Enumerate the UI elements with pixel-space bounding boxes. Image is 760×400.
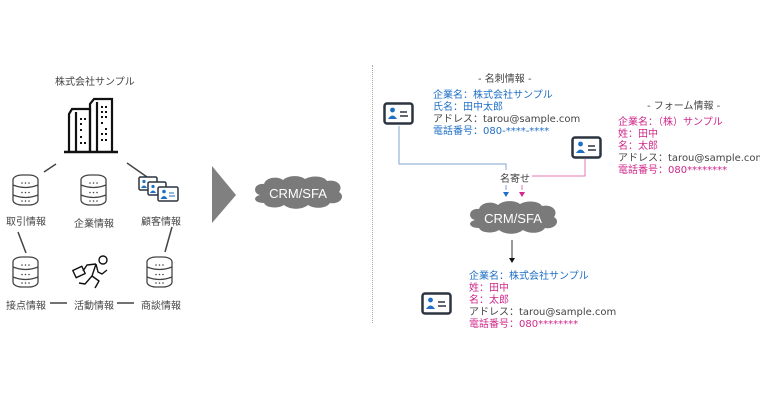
result-company: 企業名：株式会社サンプル (469, 271, 589, 282)
connector-building-customer (126, 162, 148, 178)
result-phone: 電話番号：080******** (469, 319, 579, 330)
company-title: 株式会社サンプル (55, 77, 135, 88)
form-company: 企業名：（株）サンプル (618, 117, 723, 128)
connector-customer-negotiation (164, 226, 173, 253)
result-last-name: 姓：田中 (469, 283, 509, 294)
connector-transactions-contact (17, 231, 27, 254)
crm-sfa-cloud-left: CRM/SFA (255, 176, 343, 209)
business-card-icon (383, 102, 414, 125)
card-name: 氏名：田中太郎 (433, 102, 503, 113)
form-last-name: 姓：田中 (618, 129, 658, 140)
label-negotiation: 商談情報 (141, 301, 181, 312)
database-icon-contact (12, 256, 39, 288)
label-transactions: 取引情報 (6, 217, 46, 228)
cloud-label-right: CRM/SFA (484, 211, 542, 226)
result-address: アドレス：tarou@sample.com (469, 307, 617, 318)
running-person-icon (72, 255, 108, 289)
database-icon-negotiation (146, 256, 173, 288)
business-card-icon (421, 292, 452, 315)
building-icon (64, 97, 118, 154)
arrowhead-black (509, 258, 515, 263)
form-section-title: - フォーム情報 - (647, 101, 721, 112)
result-info-block: 企業名：株式会社サンプル 姓：田中 名：太郎 アドレス：tarou@sample… (469, 271, 616, 331)
business-card-icon (571, 136, 602, 159)
card-info-block: 企業名：株式会社サンプル 氏名：田中太郎 アドレス：tarou@sample.c… (433, 90, 580, 138)
form-address: アドレス：tarou@sample.com (618, 153, 760, 164)
database-icon-company (80, 174, 107, 206)
label-customer: 顧客情報 (141, 217, 181, 228)
arrowhead-blue (503, 192, 509, 197)
section-divider (372, 65, 373, 323)
crm-sfa-cloud-right: CRM/SFA (470, 201, 558, 234)
result-first-name: 名：太郎 (469, 295, 509, 306)
connector-building-transactions (43, 163, 57, 173)
cloud-label-left: CRM/SFA (269, 186, 327, 201)
flow-arrow-icon (212, 166, 236, 223)
form-info-block: 企業名：（株）サンプル 姓：田中 名：太郎 アドレス：tarou@sample.… (618, 117, 760, 177)
card-section-title: - 名刺情報 - (478, 74, 532, 85)
form-phone: 電話番号：080******** (618, 165, 728, 176)
label-contact: 接点情報 (6, 301, 46, 312)
arrowhead-pink (519, 192, 525, 197)
card-address: アドレス：tarou@sample.com (433, 114, 581, 125)
card-phone: 電話番号：080-****-**** (433, 126, 550, 137)
card-company: 企業名：株式会社サンプル (433, 90, 553, 101)
business-cards-icon (138, 176, 179, 202)
label-activity: 活動情報 (74, 301, 114, 312)
database-icon-transactions (12, 174, 39, 206)
left-connectors (17, 162, 173, 304)
label-company-info: 企業情報 (74, 219, 114, 230)
form-first-name: 名：太郎 (618, 141, 658, 152)
merge-label: 名寄せ (498, 170, 532, 185)
